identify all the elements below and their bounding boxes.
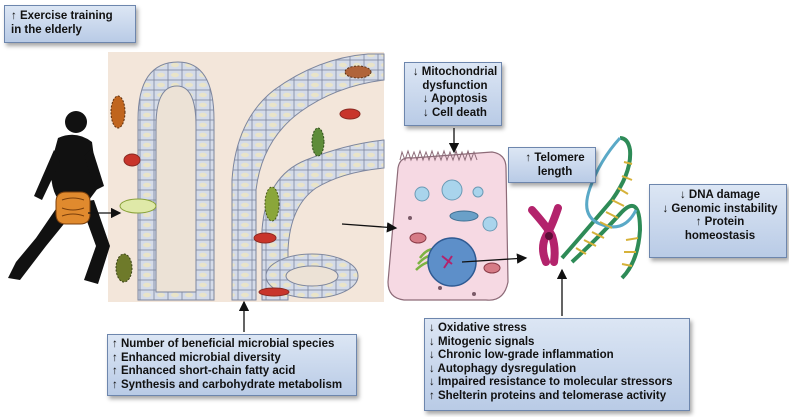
exercise-line-1: ↑ Exercise training: [11, 10, 113, 22]
stress-line-6: ↑ Shelterin proteins and telomerase acti…: [429, 389, 667, 402]
micro-line-2: ↑ Enhanced microbial diversity: [112, 351, 281, 364]
stress-box: ↓ Oxidative stress ↓ Mitogenic signals ↓…: [424, 318, 690, 411]
cell-icon: [387, 149, 509, 301]
mito-line-3: ↓ Apoptosis: [422, 93, 488, 105]
stress-line-1: ↓ Oxidative stress: [429, 322, 527, 334]
dna-helix-icon: [560, 136, 643, 280]
bacteria-icon: [110, 65, 372, 283]
stress-line-5: ↓ Impaired resistance to molecular stres…: [429, 376, 673, 388]
microbiota-box: ↑ Number of beneficial microbial species…: [107, 334, 357, 396]
stress-line-3: ↓ Chronic low-grade inflammation: [429, 349, 614, 361]
mitochondrial-box: ↓ Mitochondrial dysfunction ↓ Apoptosis …: [404, 62, 502, 126]
intestinal-villi: [108, 52, 385, 302]
arrows: [88, 128, 568, 332]
dna-line-1: ↓ DNA damage: [679, 189, 761, 201]
mito-line-2: dysfunction: [422, 79, 488, 92]
dna-damage-box: ↓ DNA damage ↓ Genomic instability ↑ Pro…: [649, 184, 787, 258]
telomere-box: ↑ Telomere length: [508, 147, 596, 183]
intestine-icon: [55, 191, 91, 225]
telomere-line-1: ↑ Telomere: [525, 152, 585, 164]
micro-line-1: ↑ Number of beneficial microbial species: [112, 338, 335, 350]
exercise-training-box: ↑ Exercise training in the elderly: [4, 5, 136, 43]
mito-line-4: ↓ Cell death: [423, 106, 487, 119]
mito-line-1: ↓ Mitochondrial: [412, 66, 498, 78]
micro-line-3: ↑ Enhanced short-chain fatty acid: [112, 365, 296, 377]
chromosome-icon: [528, 204, 562, 266]
dna-line-2: ↓ Genomic instability: [662, 202, 778, 215]
dna-line-3: ↑ Protein: [695, 216, 745, 228]
telomere-line-2: length: [537, 165, 573, 178]
stress-line-2: ↓ Mitogenic signals: [429, 335, 535, 348]
exercise-line-2: in the elderly: [11, 23, 82, 36]
dna-line-4: homeostasis: [684, 229, 756, 242]
stress-line-4: ↓ Autophagy dysregulation: [429, 362, 577, 375]
micro-line-4: ↑ Synthesis and carbohydrate metabolism: [112, 378, 343, 391]
